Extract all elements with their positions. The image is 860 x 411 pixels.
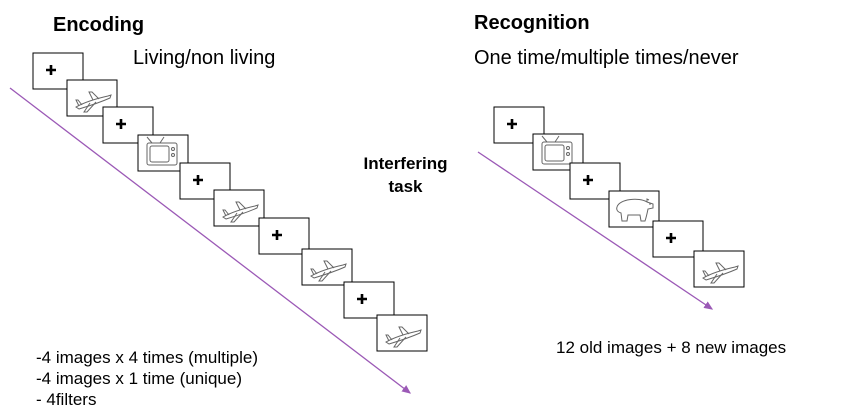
plus-icon [116,119,126,129]
interfering-task-label: Interfering task [348,152,463,198]
recognition-image-frame-4 [608,190,660,228]
encoding-fixation-frame-9 [343,281,395,319]
plus-icon [666,233,676,243]
encoding-timeline-arrow [9,87,412,394]
plus-icon [507,119,517,129]
encoding-note-3: - 4filters [36,390,97,409]
interfering-line-2: task [388,177,423,196]
recognition-image-frame-6 [693,250,745,288]
encoding-fixation-frame-1 [32,52,84,90]
encoding-image-frame-4 [137,134,189,172]
plus-icon [357,294,367,304]
recognition-heading: Recognition [474,12,590,34]
encoding-note-1: -4 images x 4 times (multiple) [36,348,259,367]
plus-icon [46,65,56,75]
encoding-fixation-frame-7 [258,217,310,255]
encoding-task: Living/non living [133,47,276,69]
airplane-icon [310,260,347,282]
encoding-sequence [32,52,428,352]
airplane-icon [75,91,112,113]
airplane-icon [702,262,739,284]
plus-icon [583,175,593,185]
plus-icon [272,230,282,240]
interfering-line-1: Interfering [363,154,448,173]
recognition-image-frame-2 [532,133,584,171]
plus-icon [193,175,203,185]
airplane-icon [385,326,422,348]
recognition-fixation-frame-3 [569,162,621,200]
encoding-image-frame-6 [213,189,265,227]
encoding-note-2: -4 images x 1 time (unique) [36,369,242,388]
television-icon [541,135,573,165]
recognition-timeline-arrow [477,151,714,310]
television-icon [146,136,178,166]
bear-icon [616,198,654,222]
recognition-task: One time/multiple times/never [474,47,739,69]
encoding-image-frame-8 [301,248,353,286]
encoding-notes: -4 images x 4 times (multiple) -4 images… [36,347,258,410]
recognition-note: 12 old images + 8 new images [556,338,787,357]
airplane-icon [222,201,259,223]
encoding-heading: Encoding [53,14,145,36]
recognition-sequence [493,106,745,288]
encoding-image-frame-10 [376,314,428,352]
